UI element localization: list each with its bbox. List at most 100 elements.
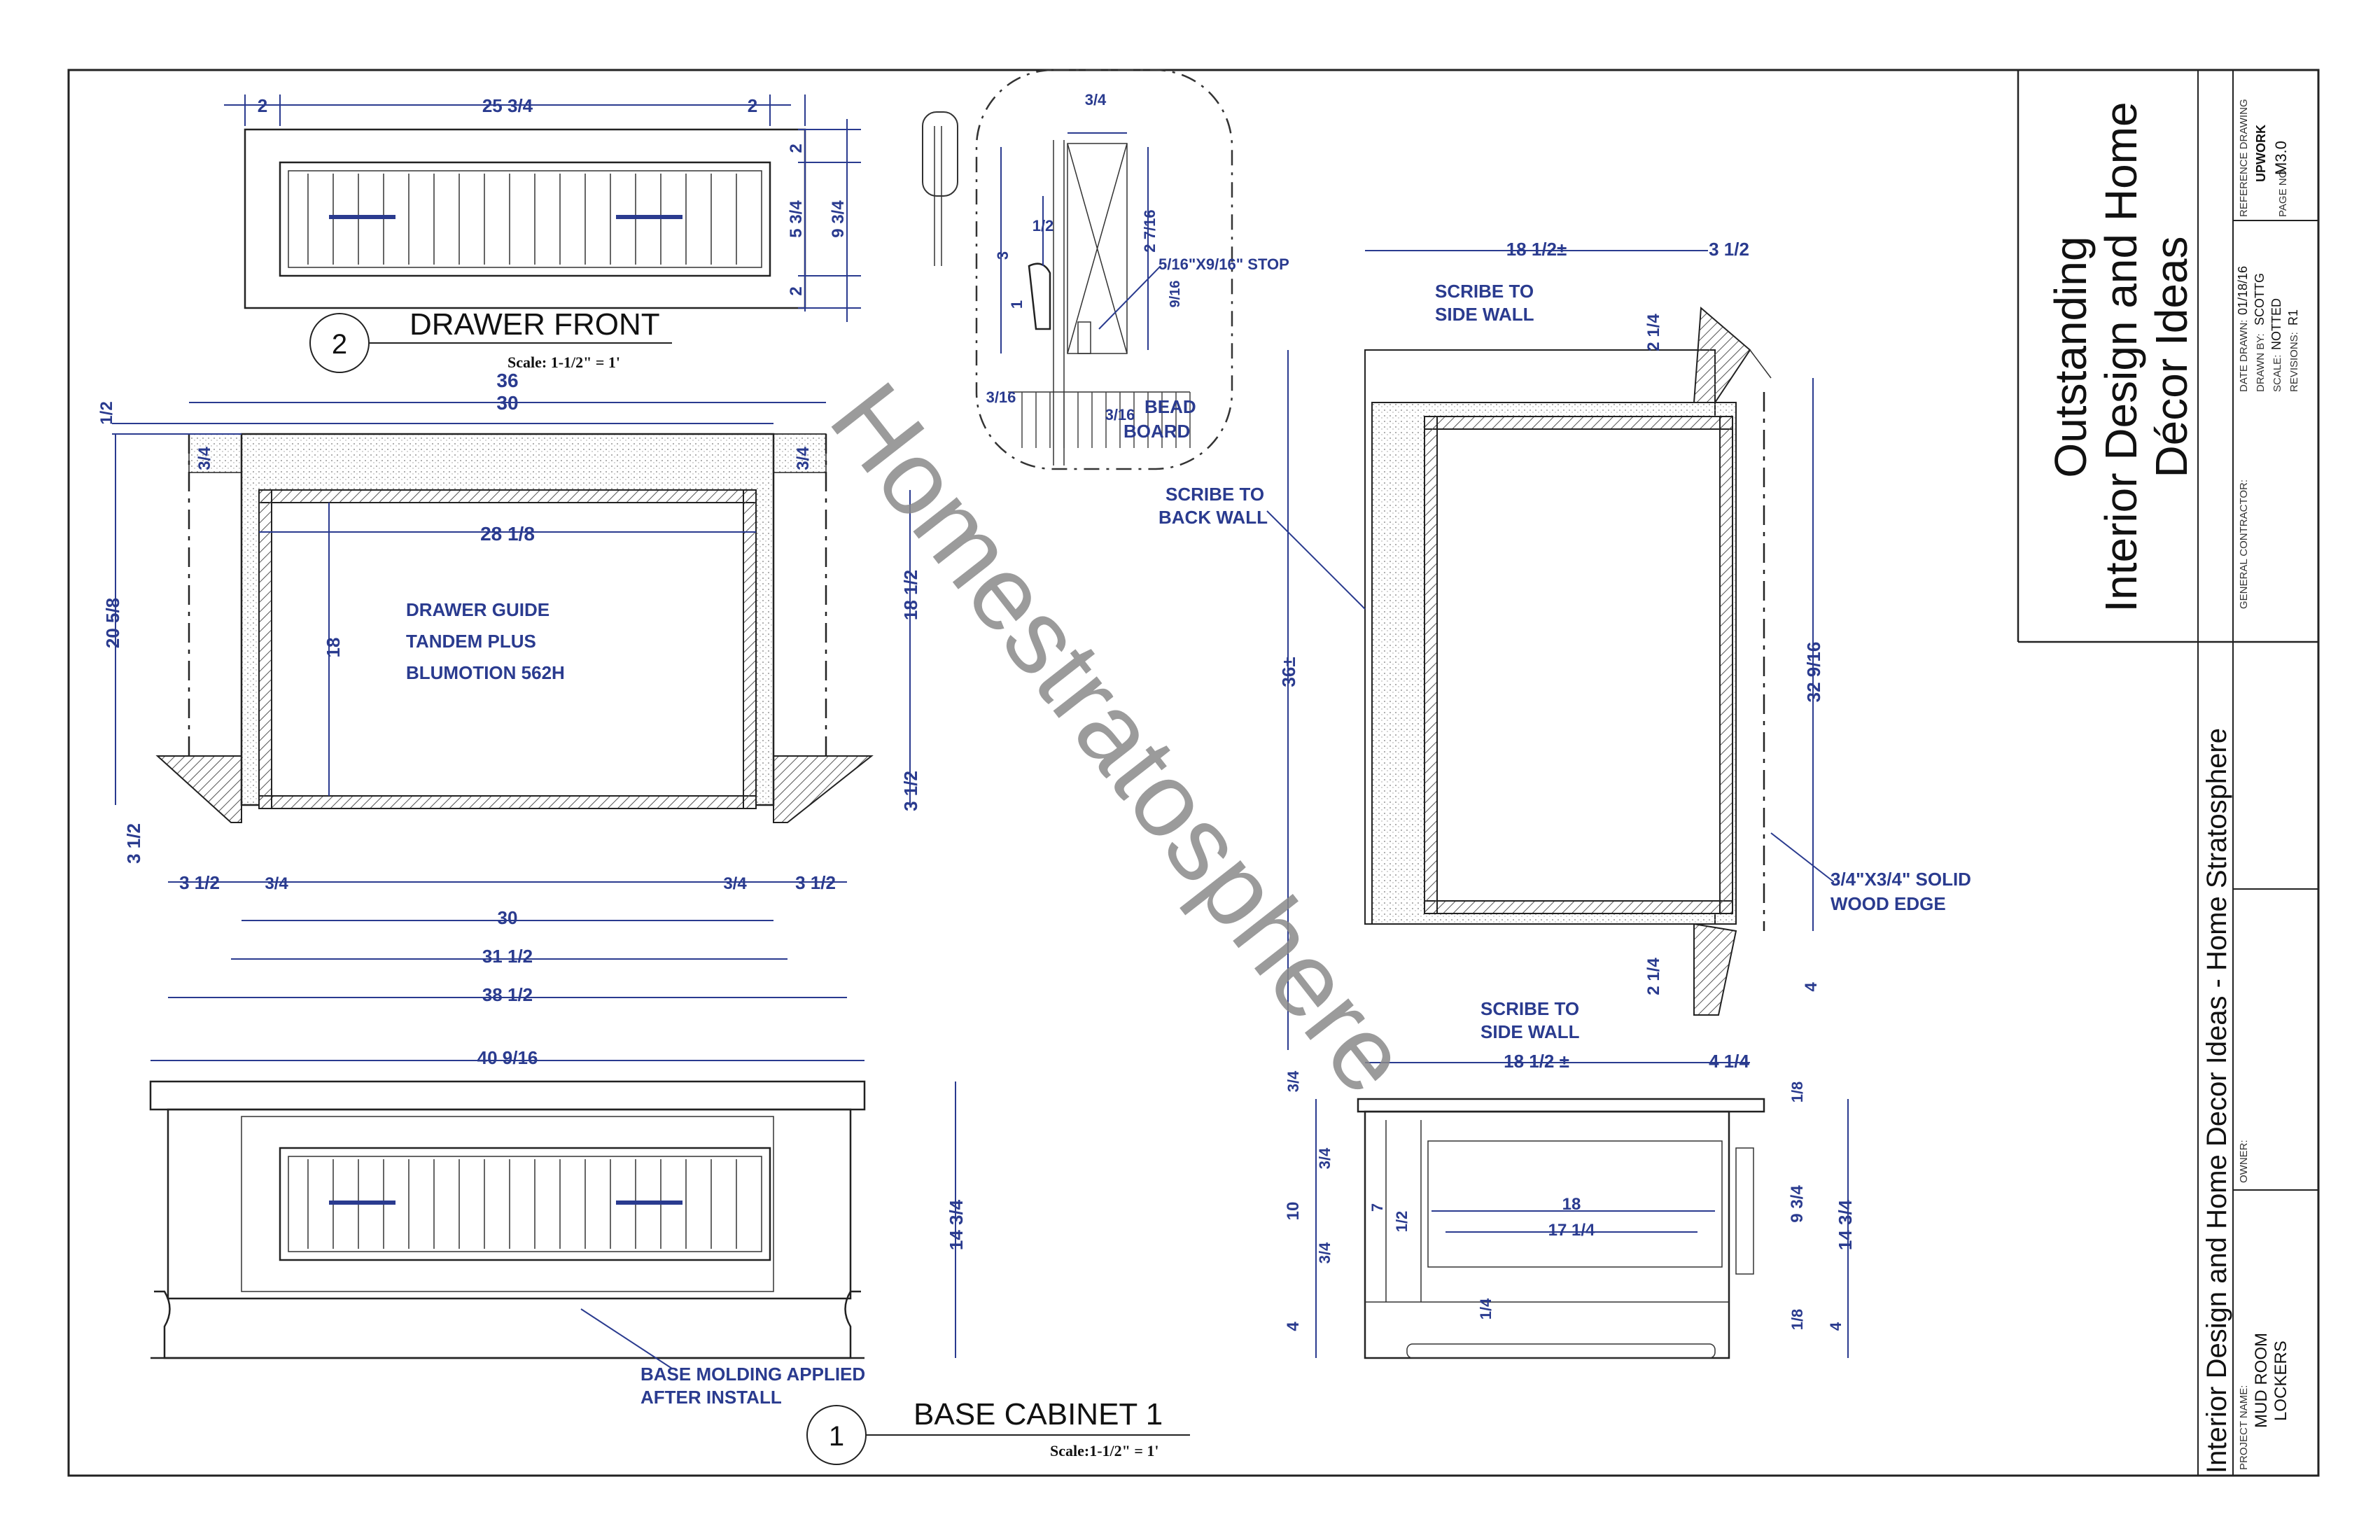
dim-side-17: 17 1/4 [1548,1221,1595,1240]
dim-plan-38: 38 1/2 [482,984,533,1005]
drawer-guide-note-3: BLUMOTION 562H [406,662,565,683]
dim-plan-20: 20 5/8 [102,598,123,648]
dim-plan-31a: 3 1/2 [179,872,220,893]
base-cabinet-plan: 36 30 1/2 3/4 3/4 28 1/8 20 5/8 18 18 1/… [97,370,921,1005]
dim-side-34t: 3/4 [1284,1070,1302,1092]
drawer-front-view-number: 2 [332,329,347,360]
dim-plan-3l: 3 1/2 [123,823,144,864]
dim-bubble-width: 3/4 [1085,91,1107,108]
dim-locker-36: 36± [1278,657,1299,687]
dim-locker-2b: 2 1/4 [1644,958,1663,995]
base-molding-note-2: AFTER INSTALL [640,1387,782,1408]
project-name-line-2: LOCKERS [2272,1340,2290,1421]
title-block: Outstanding Interior Design and Home Déc… [2017,70,2318,1476]
dim-df-height: 9 3/4 [829,200,848,238]
dim-locker-3t: 3 1/2 [1709,239,1749,260]
bead-board-note-2: BOARD [1124,421,1190,442]
date-drawn-label: DATE DRAWN: [2238,320,2250,392]
page-no-label: PAGE NO. [2277,167,2289,217]
dim-locker-18b: 18 1/2 ± [1504,1051,1569,1072]
dim-side-34b: 3/4 [1316,1242,1334,1264]
dim-side-12: 1/2 [1393,1211,1410,1233]
dim-side-34a: 3/4 [1316,1147,1334,1169]
dim-plan-half: 1/2 [97,401,116,424]
watermark: Homestratosphere [808,361,1433,1114]
dim-plan-34a: 3/4 [195,447,214,470]
scribe-side-top-2: SIDE WALL [1435,304,1534,325]
scribe-side-top-1: SCRIBE TO [1435,281,1534,302]
drawer-front-title: DRAWER FRONT [410,307,660,342]
dim-side-9: 9 3/4 [1788,1185,1807,1223]
scale-value: NOTTED [2269,298,2283,350]
dim-side-18b: 1/8 [1788,1309,1806,1331]
dim-bubble-3-16a: 3/16 [986,388,1016,406]
detail-bubble: 3/4 1/2 3 1 2 7/16 9/16 5/16"X9/16" STOP… [922,69,1289,470]
dim-df-width: 25 3/4 [482,95,533,116]
firm-title: Outstanding Interior Design and Home Déc… [2045,102,2197,612]
scribe-side-bottom-1: SCRIBE TO [1480,998,1579,1019]
project-name-label: PROJECT NAME: [2238,1385,2250,1470]
dim-plan-18: 18 [323,638,344,658]
dim-side-4: 4 [1284,1322,1303,1331]
dim-plan-28: 28 1/8 [480,523,535,545]
dim-plan-34b: 3/4 [794,447,813,470]
dim-side-18: 18 [1562,1195,1581,1214]
dim-plan-30: 30 [496,392,518,414]
dim-side-14: 14 3/4 [1835,1199,1856,1250]
dim-df-rail-top: 2 [787,144,806,153]
dim-elev-40: 40 9/16 [477,1047,538,1068]
base-cabinet-elevation: 40 9/16 14 3/4 BASE MOLDING APPLIED AFTE… [149,1047,1190,1465]
dim-plan-31h: 31 1/2 [482,946,533,967]
firm-title-line-3: Décor Ideas [2146,236,2197,477]
revisions-label: REVISIONS: [2288,332,2300,392]
dim-bubble-half: 1/2 [1032,217,1054,234]
dim-side-14in: 1/4 [1477,1298,1494,1320]
firm-title-line-2: Interior Design and Home [2096,102,2146,612]
dim-side-18t: 1/8 [1788,1082,1806,1103]
dim-locker-32: 32 9/16 [1803,642,1824,703]
dim-side-10: 10 [1284,1202,1303,1221]
scribe-back-1: SCRIBE TO [1166,484,1264,505]
drawer-front-scale: Scale: 1-1/2" = 1' [507,354,620,371]
dim-plan-3r: 3 1/2 [900,771,921,811]
dim-plan-36: 36 [496,370,518,391]
dim-plan-34d: 3/4 [723,874,747,893]
solid-edge-1: 3/4"X3/4" SOLID [1830,869,1971,890]
dim-df-right: 2 [748,95,757,116]
firm-title-line-1: Outstanding [2045,236,2096,477]
side-elevation: 3/4 1/8 3/4 10 7 1/2 3/4 4 18 17 1/4 1/4… [1284,1070,1856,1359]
dim-locker-4b: 4 1/4 [1709,1051,1749,1072]
dim-locker-4: 4 [1802,982,1821,992]
bead-board-note-1: BEAD [1144,396,1196,417]
scribe-back-2: BACK WALL [1158,507,1268,528]
general-contractor-label: GENERAL CONTRACTOR: [2238,479,2250,609]
dim-df-rail-bottom: 2 [787,286,806,295]
project-name-line-1: MUD ROOM [2252,1333,2271,1428]
locker-plan: 18 1/2± 3 1/2 SCRIBE TO SIDE WALL 2 1/4 … [1158,239,1971,1072]
dim-df-panel: 5 3/4 [787,200,806,238]
dim-plan-30b: 30 [498,907,518,928]
solid-edge-2: WOOD EDGE [1830,893,1946,914]
dim-plan-18r: 18 1/2 [900,570,921,620]
drawer-front-view: 2 25 3/4 2 2 5 3/4 9 3/4 2 2 DRAWER FRON… [224,94,861,373]
dim-bubble-3-16b: 3/16 [1105,406,1135,424]
revisions-value: R1 [2286,309,2300,326]
base-molding-note-1: BASE MOLDING APPLIED [640,1364,865,1385]
owner-label: OWNER: [2238,1140,2250,1183]
dim-side-7: 7 [1368,1203,1386,1212]
scribe-side-bottom-2: SIDE WALL [1480,1021,1580,1042]
scale-label: SCALE: [2272,355,2283,392]
dim-elev-14: 14 3/4 [946,1199,967,1250]
drawer-guide-note-1: DRAWER GUIDE [406,599,550,620]
dim-bubble-27: 2 7/16 [1141,209,1158,252]
dim-df-left: 2 [258,95,267,116]
dim-bubble-9-16: 9/16 [1168,281,1183,308]
date-drawn-value: 01/18/16 [2236,266,2250,315]
base-cabinet-scale: Scale:1-1/2" = 1' [1050,1442,1159,1460]
dim-bubble-1: 1 [1008,300,1026,309]
drawn-by-value: SCOTTG [2253,273,2267,326]
page-no-value: M3.0 [2272,141,2290,175]
drawn-by-label: DRAWN BY: [2255,333,2267,392]
drawer-guide-note-2: TANDEM PLUS [406,631,536,652]
